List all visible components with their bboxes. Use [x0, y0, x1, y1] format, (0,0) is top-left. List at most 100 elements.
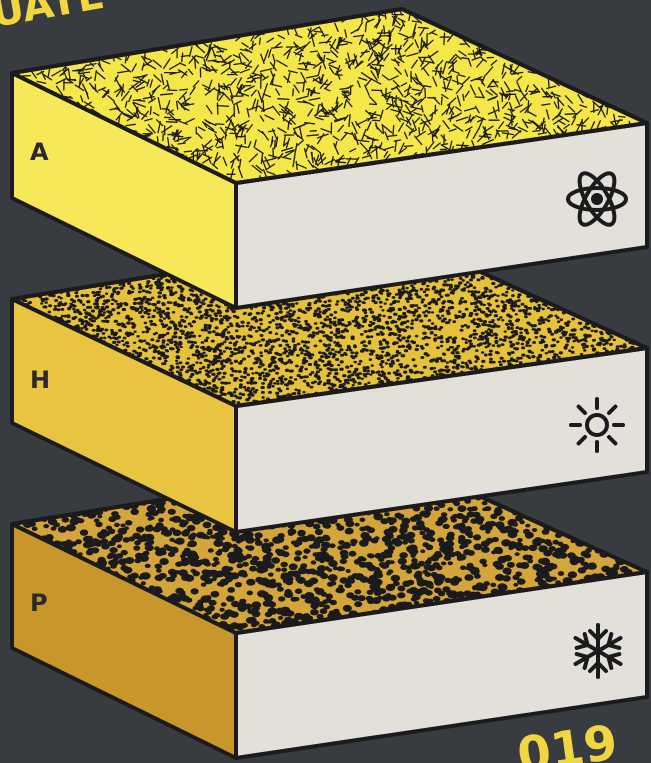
texture-dot	[494, 314, 498, 317]
texture-dot	[515, 360, 519, 363]
texture-dot	[484, 287, 488, 290]
texture-dot	[181, 333, 184, 335]
texture-dot	[40, 302, 43, 304]
texture-dot	[317, 375, 321, 378]
texture-dot	[239, 386, 243, 389]
texture-dot	[359, 540, 369, 547]
texture-dot	[126, 322, 130, 325]
texture-dot	[94, 306, 98, 309]
texture-dot	[389, 526, 398, 533]
texture-dot	[294, 378, 297, 381]
texture-dot	[448, 307, 452, 310]
texture-dot	[558, 571, 564, 576]
texture-dot	[455, 367, 459, 370]
texture-dot	[402, 285, 405, 287]
texture-dot	[149, 507, 155, 512]
texture-dot	[485, 521, 494, 528]
texture-dot	[286, 311, 290, 314]
texture-dash	[278, 99, 289, 100]
texture-dot	[457, 315, 461, 318]
texture-dot	[145, 330, 149, 333]
texture-dot	[378, 588, 386, 594]
texture-dot	[408, 538, 415, 543]
texture-dot	[512, 330, 516, 333]
texture-dot	[340, 559, 347, 565]
texture-dot	[268, 391, 272, 394]
texture-dot	[516, 326, 520, 329]
texture-dot	[407, 310, 411, 313]
texture-dot	[280, 382, 283, 384]
texture-dot	[430, 359, 434, 362]
texture-dot	[448, 561, 453, 565]
texture-dot	[122, 308, 126, 311]
texture-dot	[510, 324, 514, 327]
texture-dot	[83, 325, 87, 328]
texture-dot	[255, 561, 264, 568]
texture-dot	[280, 334, 284, 337]
texture-dot	[581, 551, 589, 557]
texture-dot	[135, 352, 139, 355]
texture-dot	[151, 315, 155, 318]
texture-dot	[238, 346, 242, 349]
texture-dot	[170, 573, 177, 578]
texture-dot	[111, 303, 114, 305]
texture-dot	[547, 307, 551, 310]
texture-dot	[156, 350, 160, 353]
texture-dot	[43, 524, 49, 528]
texture-dot	[133, 298, 137, 301]
texture-dash	[324, 55, 325, 62]
texture-dot	[219, 321, 223, 324]
texture-dot	[318, 351, 322, 354]
texture-dot	[214, 377, 217, 380]
texture-dot	[430, 367, 434, 370]
texture-dot	[243, 371, 247, 374]
texture-dot	[160, 286, 164, 289]
texture-dot	[391, 575, 400, 582]
texture-dot	[556, 341, 559, 344]
texture-dot	[485, 341, 489, 344]
texture-dot	[264, 350, 267, 352]
texture-dot	[145, 285, 149, 288]
texture-dot	[297, 392, 301, 395]
texture-dot	[523, 529, 530, 534]
texture-dot	[312, 331, 316, 334]
texture-dot	[136, 526, 144, 532]
texture-dot	[468, 340, 472, 343]
texture-dot	[293, 572, 300, 578]
texture-dot	[336, 343, 340, 346]
texture-dot	[70, 298, 74, 301]
texture-dot	[304, 341, 308, 344]
texture-dot	[488, 343, 491, 346]
texture-dot	[444, 555, 451, 561]
texture-dot	[164, 360, 168, 363]
texture-dot	[425, 288, 429, 291]
texture-dot	[489, 350, 493, 353]
texture-dot	[456, 355, 459, 357]
texture-dot	[371, 371, 375, 374]
texture-dot	[315, 300, 319, 303]
texture-dot	[337, 545, 343, 550]
texture-dot	[213, 540, 223, 547]
texture-dot	[398, 339, 402, 342]
texture-dot	[241, 325, 244, 328]
texture-dot	[195, 316, 199, 319]
texture-dot	[291, 303, 295, 306]
texture-dot	[329, 326, 332, 328]
texture-dot	[247, 591, 253, 596]
texture-dot	[271, 345, 275, 348]
texture-dot	[332, 353, 335, 356]
texture-dot	[476, 326, 480, 329]
texture-dot	[174, 333, 177, 335]
texture-dot	[122, 344, 125, 347]
texture-dot	[111, 308, 115, 311]
texture-dot	[336, 300, 340, 303]
texture-dot	[437, 537, 444, 542]
texture-dot	[528, 350, 532, 353]
texture-dot	[539, 539, 545, 544]
texture-dot	[125, 333, 128, 335]
texture-dot	[470, 294, 474, 297]
texture-dot	[410, 562, 420, 569]
texture-dot	[413, 364, 417, 367]
texture-dot	[300, 566, 305, 570]
texture-dot	[507, 562, 515, 568]
